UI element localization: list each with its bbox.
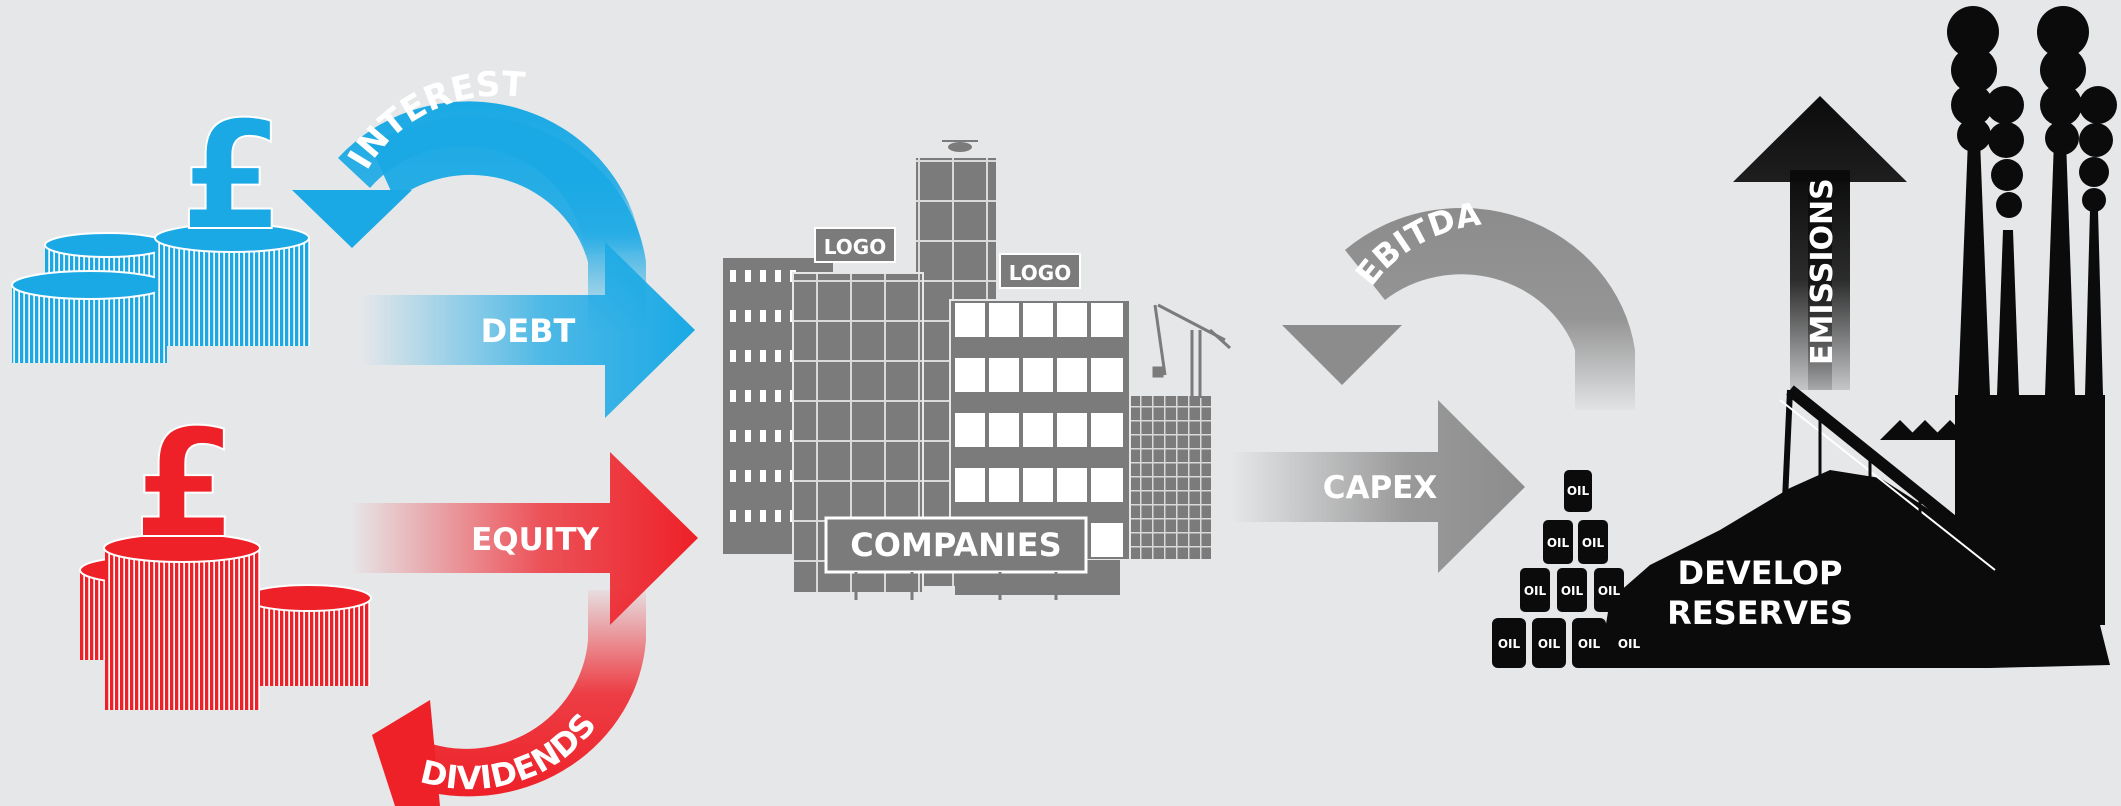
pound-sign-icon-red: £: [132, 397, 238, 573]
debt-arrow: DEBT: [360, 242, 695, 418]
helicopter-icon: [942, 140, 978, 152]
debt-coins-icon: [11, 223, 310, 363]
crane-icon: [1152, 303, 1232, 398]
reserves-mound: DEVELOP RESERVES: [1600, 6, 2117, 668]
develop-label: DEVELOP: [1678, 554, 1843, 592]
oil-label: OIL: [1538, 637, 1561, 651]
oil-label: OIL: [1561, 584, 1584, 598]
oil-label: OIL: [1598, 584, 1621, 598]
oil-label: OIL: [1582, 536, 1605, 550]
equity-arrow: EQUITY: [350, 452, 698, 625]
oil-label: OIL: [1547, 536, 1570, 550]
oil-barrel-icon: OIL OIL OIL OIL OIL OIL OIL OIL OIL OIL: [1492, 470, 1646, 668]
ebitda-arrow: EBITDA: [1282, 195, 1635, 410]
logo-sign-left: LOGO: [824, 235, 886, 259]
debt-label: DEBT: [481, 312, 576, 350]
pound-sign-icon: £: [179, 89, 285, 265]
smokestack-icon: [1947, 6, 2117, 395]
conveyor-icon: [1779, 385, 1999, 571]
logo-sign-right: LOGO: [1009, 261, 1071, 285]
oil-label: OIL: [1578, 637, 1601, 651]
interest-arrow: INTEREST: [292, 64, 646, 330]
oil-label: OIL: [1567, 484, 1590, 498]
companies-label: COMPANIES: [850, 526, 1061, 564]
svg-text:£: £: [180, 90, 284, 264]
office-building-icon: LOGO LOGO COMPANIES: [723, 140, 1213, 600]
reserves-label: RESERVES: [1667, 594, 1853, 632]
emissions-arrow: EMISSIONS: [1733, 96, 1907, 390]
capex-arrow: CAPEX: [1230, 400, 1525, 573]
oil-label: OIL: [1618, 637, 1641, 651]
capex-label: CAPEX: [1323, 470, 1438, 506]
dividends-arrow: DIVIDENDS: [372, 590, 646, 806]
oil-label: OIL: [1498, 637, 1521, 651]
emissions-label: EMISSIONS: [1805, 178, 1840, 365]
equity-label: EQUITY: [471, 522, 599, 558]
svg-text:£: £: [133, 398, 237, 572]
equity-coins-icon: [79, 533, 372, 710]
oil-label: OIL: [1524, 584, 1547, 598]
